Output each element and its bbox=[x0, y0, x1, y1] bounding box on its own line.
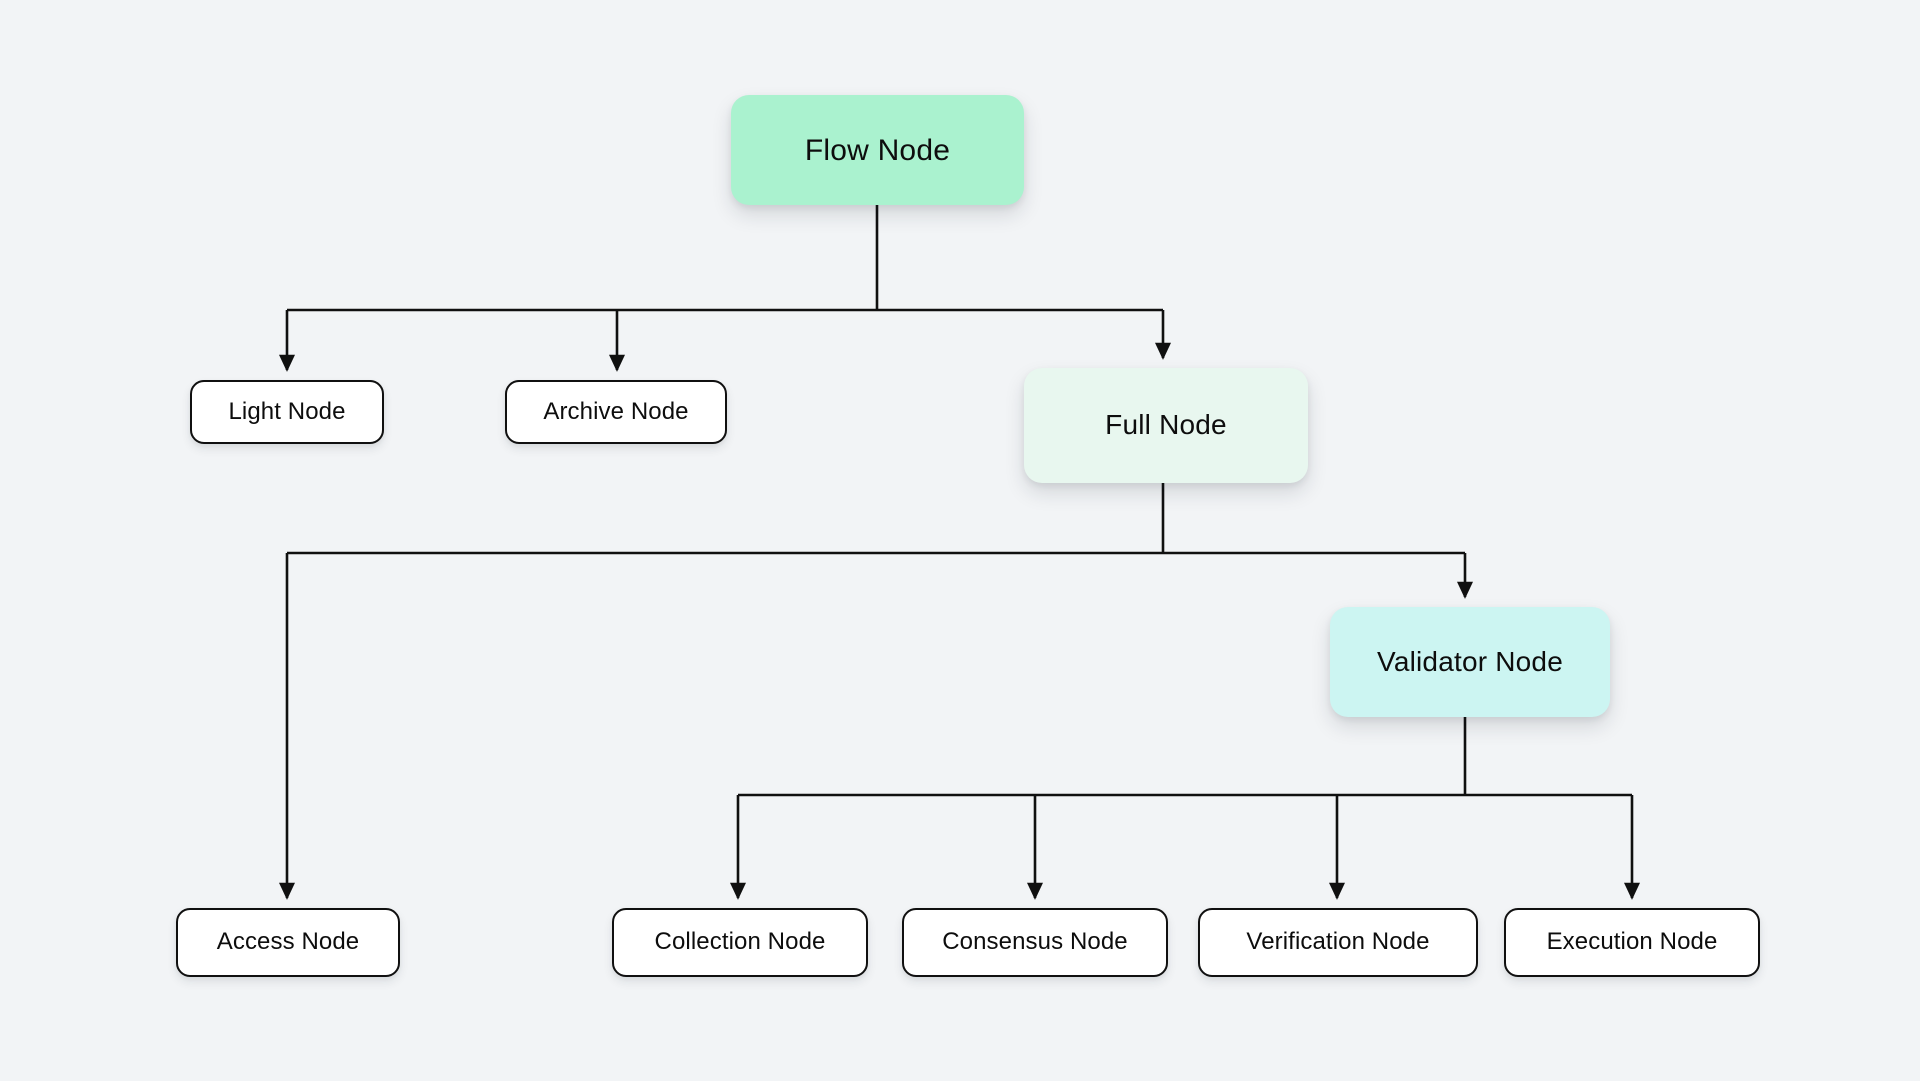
node-verification[interactable]: Verification Node bbox=[1198, 908, 1478, 977]
node-archive[interactable]: Archive Node bbox=[505, 380, 727, 444]
node-collection[interactable]: Collection Node bbox=[612, 908, 868, 977]
node-access[interactable]: Access Node bbox=[176, 908, 400, 977]
node-consensus[interactable]: Consensus Node bbox=[902, 908, 1168, 977]
node-flow[interactable]: Flow Node bbox=[731, 95, 1024, 205]
node-full[interactable]: Full Node bbox=[1024, 368, 1308, 483]
node-validator[interactable]: Validator Node bbox=[1330, 607, 1610, 717]
node-execution[interactable]: Execution Node bbox=[1504, 908, 1760, 977]
node-light[interactable]: Light Node bbox=[190, 380, 384, 444]
